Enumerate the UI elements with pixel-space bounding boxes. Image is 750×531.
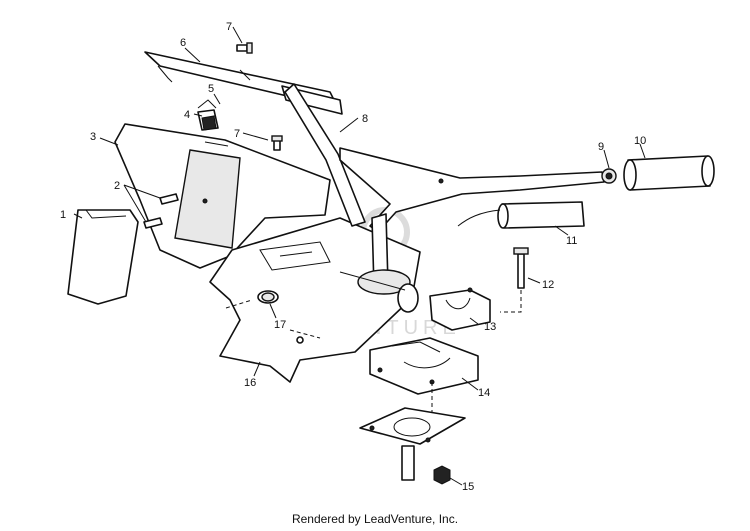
throttle-grip-part [457,201,585,229]
side-panel-part [67,209,139,305]
callout-8: 8 [362,113,368,125]
callout-1: 1 [60,209,66,221]
callout-13: 13 [484,321,496,333]
callout-14: 14 [478,387,490,399]
fairing-screw-part [143,193,179,229]
callout-9: 9 [598,141,604,153]
callout-6: 6 [180,37,186,49]
credit-text: Rendered by LeadVenture, Inc. [291,512,459,526]
bolt-part [500,247,529,313]
callout-7b: 7 [234,128,240,140]
callout-12: 12 [542,279,554,291]
callout-16: 16 [244,377,256,389]
callout-17: 17 [274,319,286,331]
upper-clamp-part [429,287,491,331]
grip-end-part [601,168,617,184]
leader-lines [73,26,646,486]
fastener-part [261,292,275,302]
handlebar-part [284,83,605,313]
callout-2: 2 [114,180,120,192]
grip-part [623,155,715,191]
lower-clamp-part [369,337,479,430]
steering-plate-part [359,407,466,481]
switch-part [197,109,219,131]
callout-5: 5 [208,83,214,95]
callout-4: 4 [184,109,190,121]
screw-part [236,42,283,151]
upper-cover-part [144,51,343,115]
nut-part [433,465,451,485]
callout-15: 15 [462,481,474,493]
callout-3: 3 [90,131,96,143]
switch-cover-part [197,99,217,109]
fairing-part [114,123,373,269]
callout-10: 10 [634,135,646,147]
callout-11: 11 [566,235,577,247]
callout-7a: 7 [226,21,232,33]
